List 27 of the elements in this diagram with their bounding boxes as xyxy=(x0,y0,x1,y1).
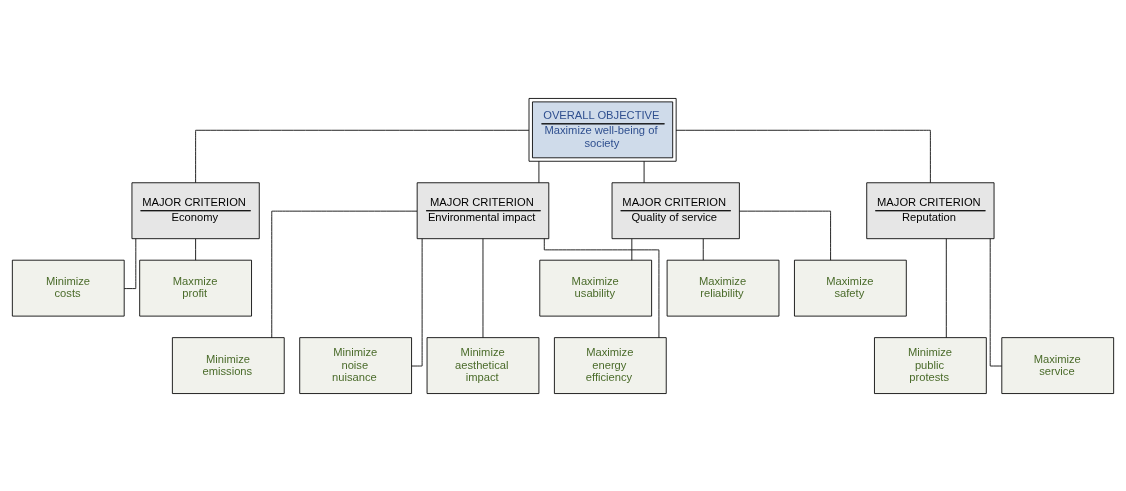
node-box: MAJOR CRITERION Environmental impact xyxy=(416,181,550,239)
connector xyxy=(643,160,645,183)
node-box: Minimize noise nuisance xyxy=(299,336,412,394)
connector xyxy=(538,160,540,183)
connector xyxy=(195,237,197,261)
node-box: Maximize reliability xyxy=(666,259,780,317)
connector xyxy=(271,210,418,338)
node-box: Maximize energy efficiency xyxy=(553,336,667,394)
node-box: Maximize service xyxy=(1001,336,1115,394)
node-box: Maxmize profit xyxy=(139,259,252,317)
connector xyxy=(631,237,633,261)
node-box: Minimize aesthetical impact xyxy=(426,336,540,394)
node-box: Minimize public protests xyxy=(874,336,987,394)
connector xyxy=(945,237,947,338)
connector xyxy=(702,237,704,261)
connector xyxy=(411,237,423,366)
node-box: Minimize costs xyxy=(11,259,125,317)
node-box: Minimize emissions xyxy=(171,336,285,394)
node-box: Maximize usability xyxy=(539,259,653,317)
node-box: MAJOR CRITERION Quality of service xyxy=(611,181,740,239)
node-box: Maximize safety xyxy=(794,259,907,317)
connector xyxy=(195,129,530,183)
node-box: MAJOR CRITERION Reputation xyxy=(866,181,995,239)
connector xyxy=(675,129,931,183)
node-box: MAJOR CRITERION Economy xyxy=(131,181,260,239)
connector xyxy=(739,210,831,261)
connector xyxy=(482,237,484,338)
